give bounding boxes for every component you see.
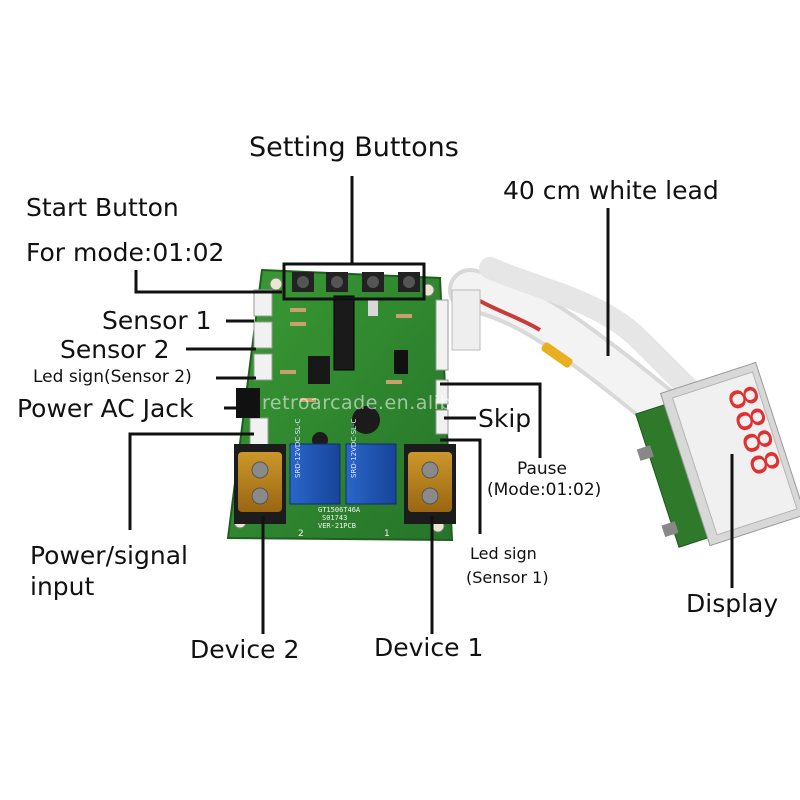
label-setting-buttons: Setting Buttons: [249, 132, 459, 163]
watermark: retroarcade.en.alibaba.com: [262, 392, 538, 414]
label-for-mode: For mode:01:02: [26, 238, 225, 267]
silkscreen-channel-1: 1: [384, 529, 390, 539]
label-white-lead: 40 cm white lead: [503, 176, 719, 205]
label-led-sign-sensor-2: Led sign(Sensor 2): [33, 367, 192, 387]
label-device-2: Device 2: [190, 635, 300, 664]
label-led-sign-sensor-1-1: Led sign: [470, 544, 537, 563]
label-device-1: Device 1: [374, 633, 484, 662]
label-led-sign-sensor-1-2: (Sensor 1): [466, 568, 549, 587]
label-sensor-2: Sensor 2: [60, 335, 170, 364]
label-power-signal-input-1: Power/signal: [30, 541, 188, 570]
header-pins: [435, 299, 449, 435]
label-pause-mode: (Mode:01:02): [487, 480, 602, 500]
label-power-ac-jack: Power AC Jack: [17, 394, 194, 423]
ac-jack: [236, 388, 260, 418]
label-power-signal-input-2: input: [30, 572, 95, 601]
terminal-device-2: [234, 444, 286, 524]
setting-buttons: [292, 272, 420, 292]
silkscreen-part-number: GT1506T46A: [318, 506, 361, 514]
sensor-connectors: [249, 289, 273, 449]
label-display: Display: [686, 589, 779, 618]
callout-lines: [128, 176, 734, 634]
microcontroller-chip: [333, 295, 355, 371]
svg-text:SRD-12VDC-SL-C: SRD-12VDC-SL-C: [294, 419, 302, 478]
relay-2: SRD-12VDC-SL-C: [289, 419, 341, 505]
label-sensor-1: Sensor 1: [102, 306, 212, 335]
silkscreen-batch: S01743: [322, 514, 347, 522]
label-pause: Pause: [517, 459, 567, 479]
terminal-device-1: [404, 444, 456, 524]
pcb-board: SRD-12VDC-SL-C SRD-12VDC-SL-C G: [226, 268, 456, 542]
relay-1: SRD-12VDC-SL-C: [345, 419, 397, 505]
svg-text:SRD-12VDC-SL-C: SRD-12VDC-SL-C: [350, 419, 358, 478]
silkscreen-version: VER-21PCB: [318, 522, 356, 530]
silkscreen-channel-2: 2: [298, 529, 304, 539]
label-skip: Skip: [478, 404, 532, 433]
label-start-button: Start Button: [26, 193, 179, 222]
